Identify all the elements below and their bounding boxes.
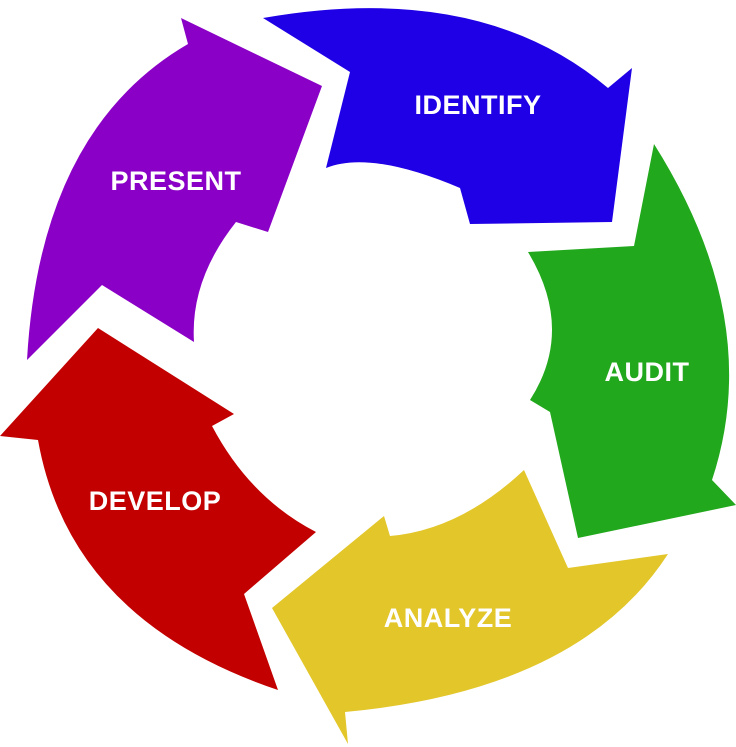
- segment-develop: DEVELOP: [0, 328, 316, 690]
- segment-present: PRESENT: [27, 18, 322, 360]
- present-label: PRESENT: [110, 166, 241, 196]
- develop-arrow: [0, 328, 316, 690]
- identify-arrow: [263, 8, 632, 224]
- audit-arrow: [528, 144, 736, 538]
- develop-label: DEVELOP: [89, 486, 222, 516]
- analyze-label: ANALYZE: [384, 603, 513, 633]
- segment-audit: AUDIT: [528, 144, 736, 538]
- segment-analyze: ANALYZE: [272, 470, 668, 744]
- segment-identify: IDENTIFY: [263, 8, 632, 224]
- present-arrow: [27, 18, 322, 360]
- identify-label: IDENTIFY: [414, 90, 541, 120]
- audit-label: AUDIT: [605, 357, 690, 387]
- analyze-arrow: [272, 470, 668, 744]
